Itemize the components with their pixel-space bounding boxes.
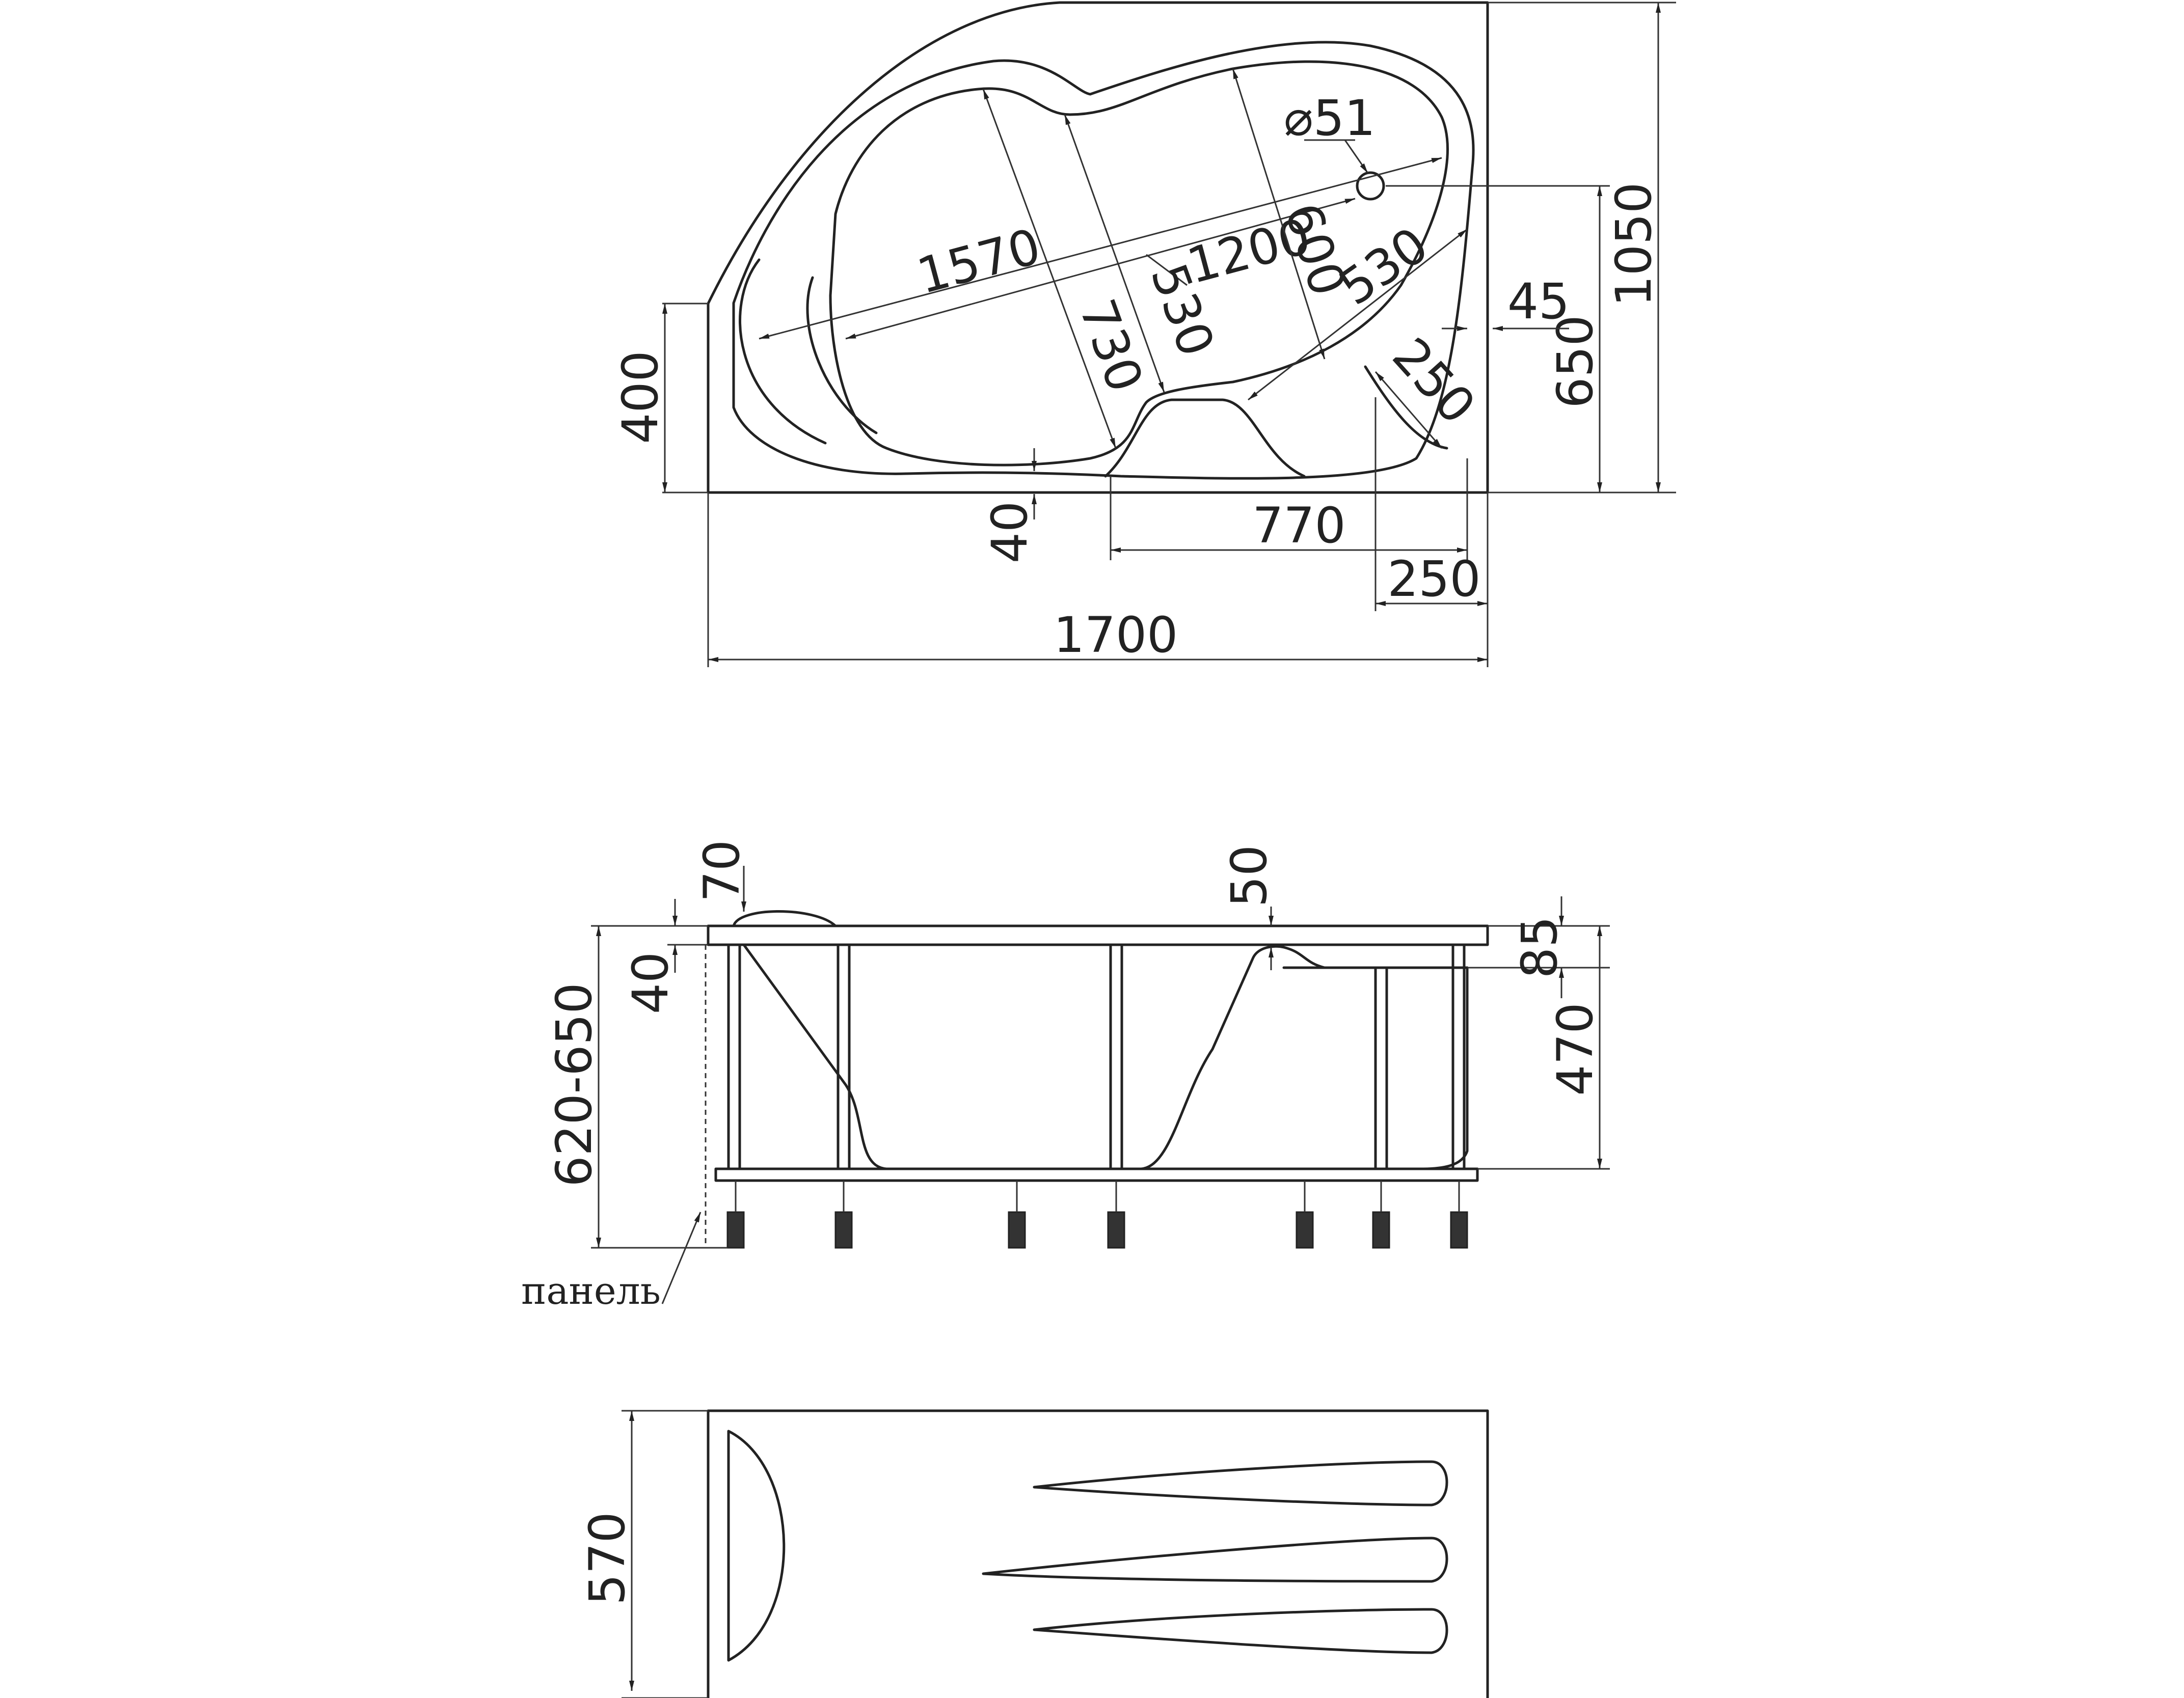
side-leg [727, 943, 741, 1170]
plan-outer-contour [707, 1, 1489, 494]
foot [1372, 1211, 1390, 1249]
foot [1296, 1211, 1314, 1249]
panel-leader [661, 1212, 702, 1304]
dim-730: 730 [1068, 292, 1154, 399]
dim-530-right: 530 [1329, 216, 1438, 317]
foot [834, 1211, 853, 1249]
dim-40-side: 40 [622, 952, 679, 1014]
plan-armrest-inner [806, 276, 878, 434]
plan-armrest-outer [739, 258, 827, 445]
dim-1700: 1700 [1054, 607, 1178, 664]
plan-view: 1700 1050 650 400 45 1570 1200 730 530 6… [612, 1, 1676, 667]
side-feet [726, 1181, 1468, 1249]
dim-400: 400 [612, 350, 669, 444]
plan-seat [1104, 398, 1306, 478]
dim-250-corner: 250 [1382, 327, 1487, 434]
panel-groove-1 [1033, 1460, 1448, 1507]
side-headrest [732, 910, 837, 927]
front-panel-view: 570 [579, 1409, 1489, 1698]
dim-70: 70 [693, 840, 750, 902]
panel-groove-2 [982, 1537, 1448, 1583]
side-rim [707, 924, 1489, 946]
panel-outline [707, 1409, 1489, 1698]
side-leg [837, 943, 851, 1170]
dim-40-bottom: 40 [981, 501, 1038, 563]
foot [726, 1211, 745, 1249]
panel-label: панель [521, 1269, 661, 1313]
foot [1008, 1211, 1026, 1249]
side-view: панель 620-650 40 70 50 85 470 [521, 840, 1610, 1313]
drain-leader [1344, 140, 1369, 174]
dim-drain-diameter: ⌀51 [1284, 90, 1376, 147]
dim-1570: 1570 [911, 217, 1046, 305]
side-leg [1374, 966, 1388, 1170]
panel-half-moon [727, 1430, 786, 1662]
side-leg [1451, 943, 1466, 1170]
panel-groove-3 [1033, 1608, 1448, 1654]
foot [1450, 1211, 1468, 1249]
side-body [742, 943, 1469, 1170]
dim-770: 770 [1252, 497, 1345, 554]
dim-1050: 1050 [1605, 182, 1662, 307]
dim-470: 470 [1547, 1002, 1604, 1096]
dim-50: 50 [1221, 845, 1278, 907]
dim-line-530-left [1064, 114, 1165, 393]
dim-250-bottom: 250 [1387, 551, 1480, 608]
side-leg [1109, 943, 1123, 1170]
dim-45: 45 [1507, 273, 1570, 330]
dim-line-250-corner [1374, 371, 1443, 449]
dim-line-530-right [1248, 228, 1468, 401]
plan-rim-contour [732, 41, 1475, 480]
side-frame [714, 1167, 1479, 1182]
dim-85: 85 [1511, 916, 1568, 978]
foot [1107, 1211, 1125, 1249]
dim-570: 570 [579, 1512, 636, 1605]
dim-650: 650 [1547, 315, 1604, 408]
dim-620-650: 620-650 [546, 982, 603, 1187]
